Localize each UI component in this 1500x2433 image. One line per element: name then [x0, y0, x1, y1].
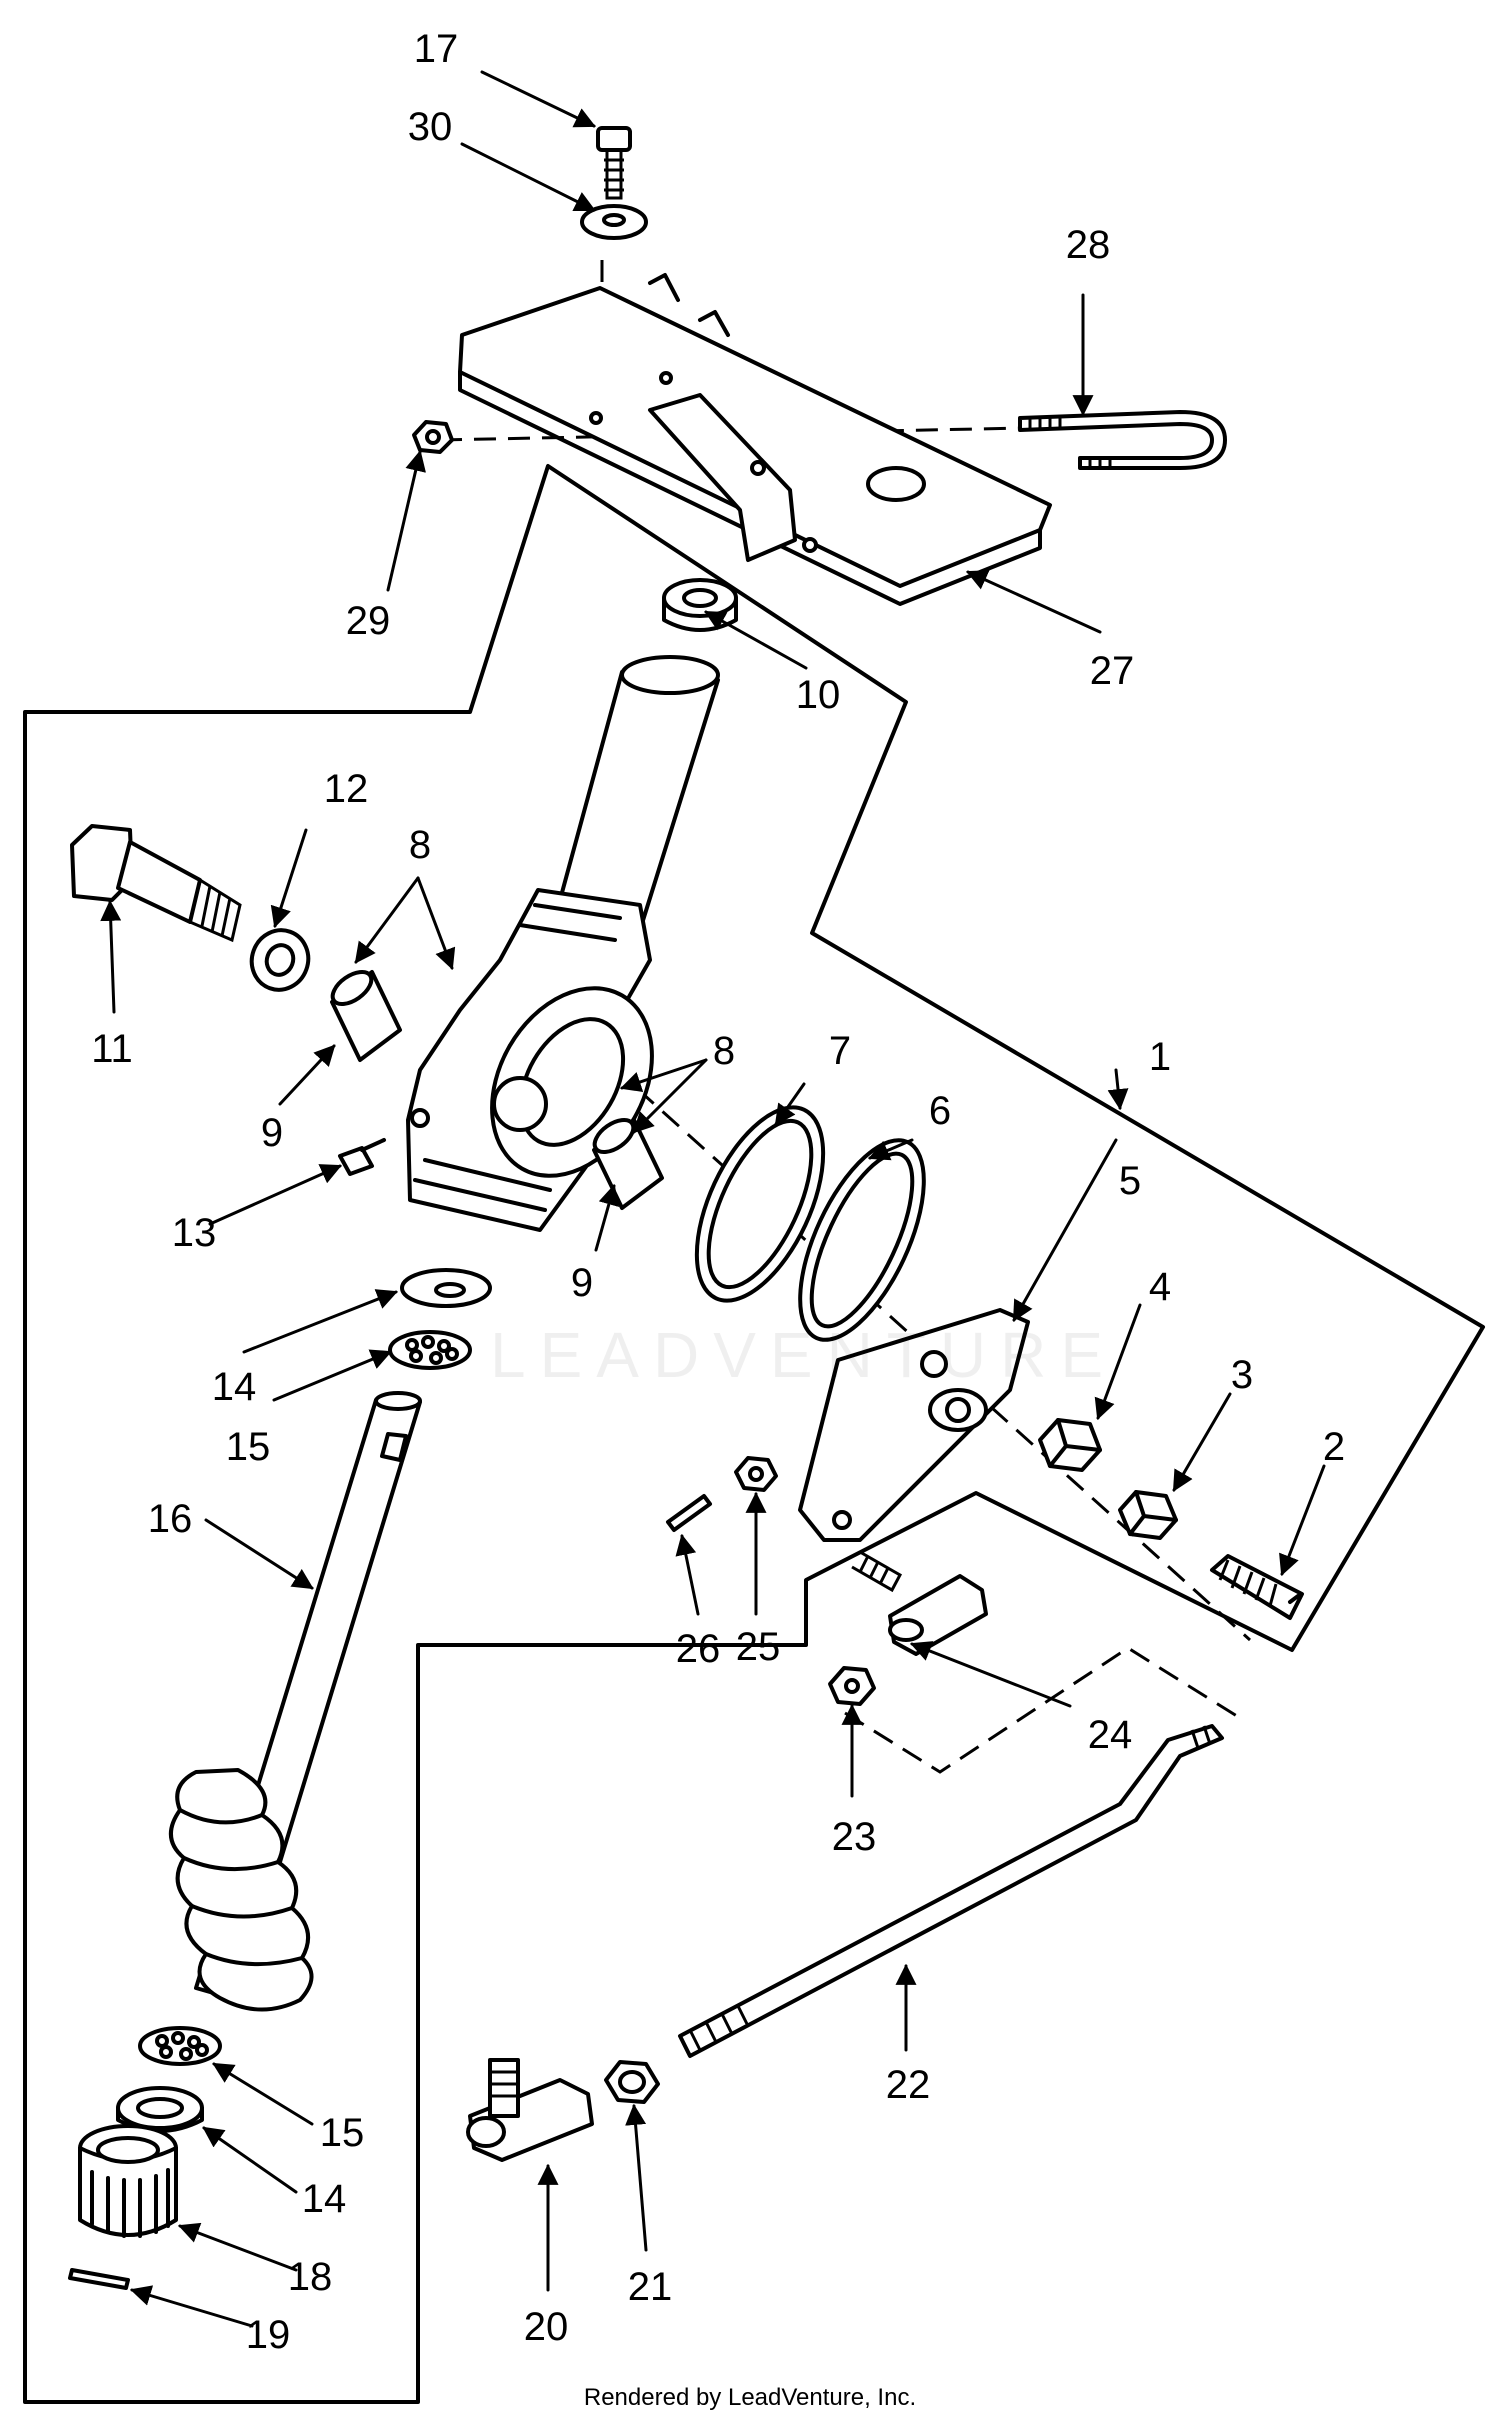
ball-joint-23 — [851, 1550, 988, 1656]
bolt-11 — [70, 824, 242, 943]
ball-bearing-15-lower — [138, 2026, 222, 2066]
callout-12: 12 — [324, 767, 369, 811]
adjusting-plug-17 — [78, 2124, 178, 2238]
nut-3 — [1118, 1490, 1178, 1540]
gasket-7-inner — [706, 1118, 814, 1290]
callout-23: 24 — [1088, 1713, 1133, 1757]
ball-bearing-15-upper — [388, 1330, 472, 1370]
callout-21: 22 — [886, 2063, 931, 2107]
callout-18: 19 — [246, 2313, 291, 2357]
washer-12 — [249, 928, 311, 992]
dashed-line-tie-rod — [844, 1646, 1241, 1774]
nut-20 — [604, 2060, 660, 2104]
callout-8-upper: 8 — [409, 823, 431, 867]
callout-20: 21 — [628, 2265, 673, 2309]
steering-shaft-16 — [169, 1391, 422, 2012]
callout-1: 1 — [1149, 1035, 1171, 1079]
nut-28 — [412, 420, 454, 454]
bushing-10 — [662, 578, 738, 632]
u-bolt-27 — [1018, 410, 1227, 470]
callout-16: 16 — [148, 1497, 193, 1541]
seal-6-inner — [809, 1151, 915, 1329]
callout-14-lower: 14 — [302, 2177, 347, 2221]
bearing-9-upper — [330, 970, 402, 1062]
callout-25: 26 — [676, 1627, 721, 1671]
bolt-29 — [596, 126, 632, 200]
cotter-pin-25 — [666, 1494, 712, 1532]
callout-28: 29 — [346, 599, 391, 643]
tie-rod-21 — [678, 1724, 1224, 2058]
callout-13: 13 — [172, 1211, 217, 1255]
mounting-plate-26 — [458, 273, 1052, 606]
callout-9-upper: 9 — [261, 1111, 283, 1155]
callout-4: 4 — [1149, 1265, 1171, 1309]
callout-2: 2 — [1323, 1425, 1345, 1469]
callout-15-lower: 15 — [320, 2111, 365, 2155]
callout-24: 25 — [736, 1625, 781, 1669]
callout-27: 28 — [1066, 223, 1111, 267]
nut-22 — [828, 1666, 876, 1706]
callout-9-lower: 9 — [571, 1261, 593, 1305]
callout-15-upper: 15 — [226, 1425, 271, 1469]
callout-3: 3 — [1231, 1353, 1253, 1397]
washer-30 — [580, 204, 648, 240]
callout-10: 10 — [796, 673, 841, 717]
callout-17: 18 — [288, 2255, 333, 2299]
steering-housing-8 — [406, 655, 720, 1232]
footer-credit: Rendered by LeadVenture, Inc. — [583, 2384, 917, 2411]
callout-11: 11 — [91, 1027, 133, 1071]
callout-6: 6 — [929, 1089, 951, 1133]
callout-7: 7 — [829, 1029, 851, 1073]
callout-19: 20 — [524, 2305, 569, 2349]
callout-26: 27 — [1090, 649, 1135, 693]
assembly-outline — [23, 464, 1485, 2404]
callout-22: 23 — [832, 1815, 877, 1859]
castle-nut-24 — [734, 1456, 778, 1492]
ball-joint-19 — [466, 2058, 594, 2162]
cotter-pin-18 — [68, 2268, 130, 2290]
callout-30: 30 — [408, 105, 453, 149]
adjusting-screw-2 — [1210, 1554, 1304, 1620]
grease-fitting-13 — [338, 1138, 386, 1176]
gasket-7 — [694, 1105, 826, 1303]
callout-14-upper: 14 — [212, 1365, 257, 1409]
washer-14-upper — [400, 1268, 492, 1308]
callout-5: 5 — [1119, 1159, 1141, 1203]
watermark-text: LEADVENTURE — [490, 1319, 1117, 1391]
callout-29: 17 — [414, 27, 459, 71]
cover-plate-5 — [798, 1308, 1030, 1542]
nut-4 — [1038, 1418, 1102, 1472]
callout-8-lower: 8 — [713, 1029, 735, 1073]
leader-arrows — [100, 70, 1326, 2328]
